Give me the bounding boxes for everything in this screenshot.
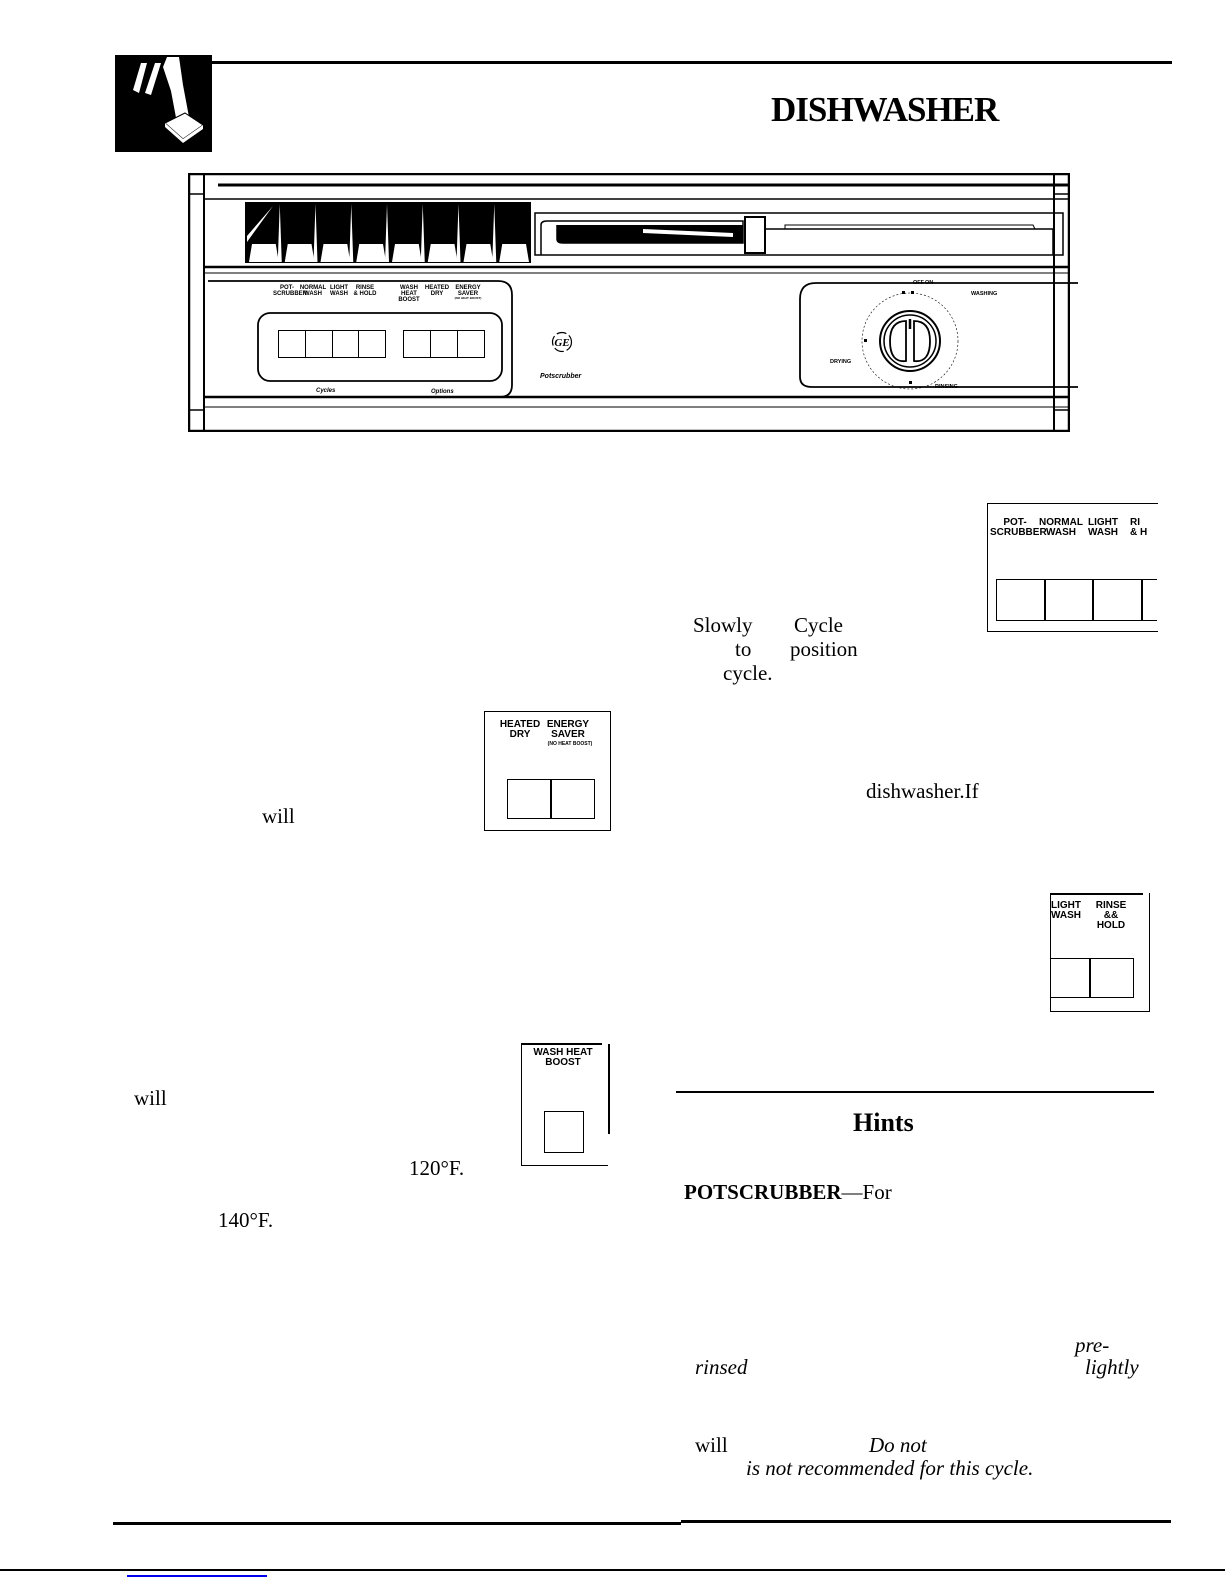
text-temp-140: 140°F. [218,1208,274,1232]
svg-text:GE: GE [554,337,569,349]
key-highlight [463,244,494,262]
cycle-label-potscrubber: POT-SCRUBBER [273,285,308,297]
hint-rinsed: rinsed [695,1355,748,1379]
text-temp-120: 120°F. [409,1156,465,1180]
energy-saver-button[interactable] [458,331,484,357]
key-highlight [427,244,458,262]
text-will-1: will [262,804,295,828]
fig-label-potscrubber: POT-SCRUBBER [990,517,1047,538]
hint-not-recommended: is not recommended for this cycle. [746,1456,1034,1480]
text-to: to [735,637,752,661]
footer-rule [0,1569,1225,1571]
key-highlight [392,244,422,262]
fig-heated-energy-buttons [507,779,595,819]
hint-potscrubber-term: POTSCRUBBER [684,1180,842,1204]
cycle-button-group [278,330,386,358]
bottom-rule-left [113,1522,681,1525]
key-separator [313,204,318,262]
ge-logo-icon: GE [551,331,573,353]
fig-cycle-buttons [996,579,1157,621]
hint-pre: pre- [1075,1333,1110,1357]
normal-wash-button[interactable] [306,331,333,357]
text-cycle: Cycle [794,613,843,637]
text-position: position [790,637,858,661]
rinse-hold-button[interactable] [359,331,385,357]
hint-potscrubber-rest: —For [841,1180,892,1204]
options-caption: Options [431,389,454,395]
hint-potscrubber: POTSCRUBBER—For [684,1180,892,1205]
potscrubber-button[interactable] [279,331,306,357]
cycle-label-rinse-hold: RINSE& HOLD [353,285,377,297]
key-separator [456,204,461,262]
hint-lightly: lightly [1085,1355,1139,1379]
bottom-rule-right [681,1520,1171,1523]
key-highlight [499,244,529,262]
text-cycle-period: cycle. [723,661,773,685]
hints-divider [676,1091,1154,1093]
key-highlight [356,244,386,262]
dial-drying-label: DRYING [830,359,852,365]
fig-wash-heat-button [544,1111,584,1153]
option-button-group [403,330,485,358]
hand-pressing-button-icon [115,55,212,152]
key-separator [385,204,389,262]
text-will-2: will [134,1086,167,1110]
hint-do-not: Do not [869,1433,927,1457]
hints-heading: Hints [853,1108,914,1137]
wash-heat-boost-button[interactable] [404,331,431,357]
key-bevel [247,206,273,242]
door-handle-slider [534,212,1064,256]
text-slowly: Slowly [693,613,753,637]
fig-light-rinse-buttons [1051,958,1134,998]
dial-washing-label: WASHING [971,291,998,297]
key-separator [420,204,425,262]
key-separator [277,204,282,262]
dial-rinsing-label: RINSING [935,384,958,390]
hint-will: will [695,1433,728,1457]
cycles-caption: Cycles [316,388,336,394]
dial-on-label: ON [925,280,934,286]
footer-link-underline[interactable] [127,1575,267,1577]
key-separator [492,204,497,262]
key-separator [349,204,354,262]
key-highlight [320,244,351,262]
cycle-dial-knob[interactable] [878,311,942,375]
header-rule [212,61,1172,64]
light-wash-button[interactable] [333,331,360,357]
heated-dry-button[interactable] [431,331,458,357]
model-label: Potscrubber [540,373,582,380]
key-highlight [284,244,315,262]
fig-label-rinse-hold: RI& H [1130,517,1148,538]
fig-label-no-heat-boost: (NO HEAT BOOST) [547,741,593,747]
dial-off-label: OFF [913,280,924,286]
key-highlight [249,244,279,262]
dial-panel [799,282,1078,390]
fig-label-rinse-hold: RINSE&& HOLD [1095,900,1127,931]
text-dishwasher-if: dishwasher.If [866,779,979,803]
page-title: DISHWASHER [771,90,999,129]
